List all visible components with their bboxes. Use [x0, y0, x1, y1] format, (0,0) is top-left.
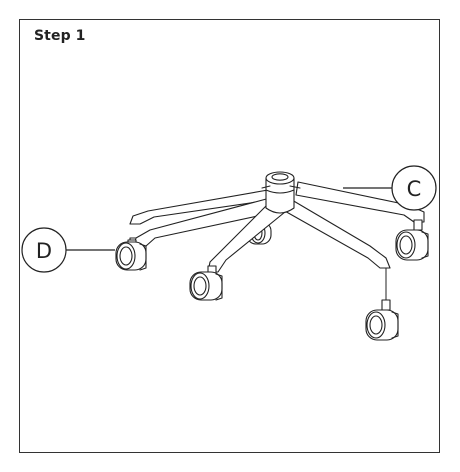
callout-c-circle — [391, 165, 437, 211]
caster-detached — [365, 267, 399, 341]
callout-d-label: D — [36, 239, 52, 263]
center-hub — [261, 171, 301, 214]
step-frame — [19, 19, 440, 453]
callout-c: C — [343, 165, 437, 211]
step-title: Step 1 — [34, 28, 86, 44]
caster-front — [189, 265, 223, 301]
caster-right — [395, 219, 429, 261]
callout-d: D — [21, 227, 115, 273]
caster-d — [115, 239, 147, 271]
callout-d-circle — [21, 227, 67, 273]
arm-front-right — [282, 199, 391, 269]
callout-c-label: C — [407, 177, 422, 201]
